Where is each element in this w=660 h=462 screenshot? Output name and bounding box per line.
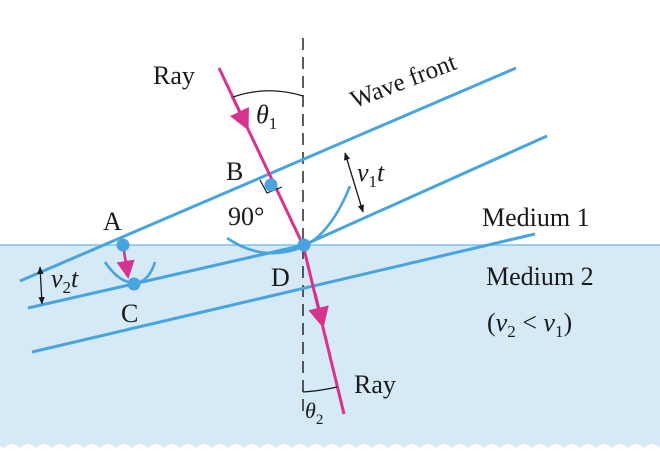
theta2-arc <box>302 386 338 393</box>
theta1-subscript: 1 <box>268 114 278 133</box>
condition-lt: < <box>515 308 544 337</box>
condition-open: ( <box>487 308 496 337</box>
point-c-label: C <box>121 299 139 328</box>
incident-ray-arrow <box>229 95 249 131</box>
condition-v1: v <box>543 308 555 337</box>
point-c-dot <box>127 277 141 291</box>
refracted-ray-arrow <box>308 292 329 329</box>
condition-close: ) <box>563 308 573 337</box>
v2t-arrow <box>37 266 45 305</box>
v2-symbol: v <box>51 264 63 293</box>
condition-v2: v <box>495 308 508 337</box>
wavefront-4 <box>31 232 536 354</box>
point-d-dot <box>297 238 311 252</box>
theta1-symbol: θ <box>256 100 269 129</box>
medium1-label: Medium 1 <box>482 203 590 232</box>
point-b-dot <box>264 178 278 192</box>
point-a-dot <box>116 238 130 252</box>
wavefront-2 <box>303 134 548 247</box>
refracted-ray-label: Ray <box>354 370 396 399</box>
theta2-subscript: 2 <box>315 412 324 428</box>
v1-subscript: 1 <box>368 172 378 191</box>
v2-subscript: 2 <box>62 278 72 297</box>
v2-t: t <box>71 264 79 293</box>
point-a-label: A <box>103 207 122 236</box>
condition-v2-sub: 2 <box>507 322 516 341</box>
v2t-label: v2t <box>51 264 79 297</box>
v1-symbol: v <box>357 158 369 187</box>
right-angle-marker <box>259 179 283 194</box>
v1t-label: v1t <box>357 158 385 191</box>
medium2-region <box>0 245 660 448</box>
v1-t: t <box>377 158 385 187</box>
v1t-arrow <box>344 152 364 213</box>
theta2-label: θ2 <box>305 398 323 428</box>
right-angle-label: 90° <box>228 202 265 231</box>
point-d-label: D <box>271 263 290 292</box>
velocity-condition: (v2 < v1) <box>487 308 573 341</box>
condition-v1-sub: 1 <box>554 322 564 341</box>
wavefront-3 <box>27 243 305 310</box>
theta1-label: θ1 <box>256 100 277 133</box>
theta2-symbol: θ <box>305 398 316 423</box>
theta1-arc <box>232 90 304 98</box>
refracted-ray <box>301 244 346 415</box>
point-b-label: B <box>226 157 244 186</box>
medium2-label: Medium 2 <box>486 262 594 291</box>
incident-ray-label: Ray <box>153 61 195 90</box>
